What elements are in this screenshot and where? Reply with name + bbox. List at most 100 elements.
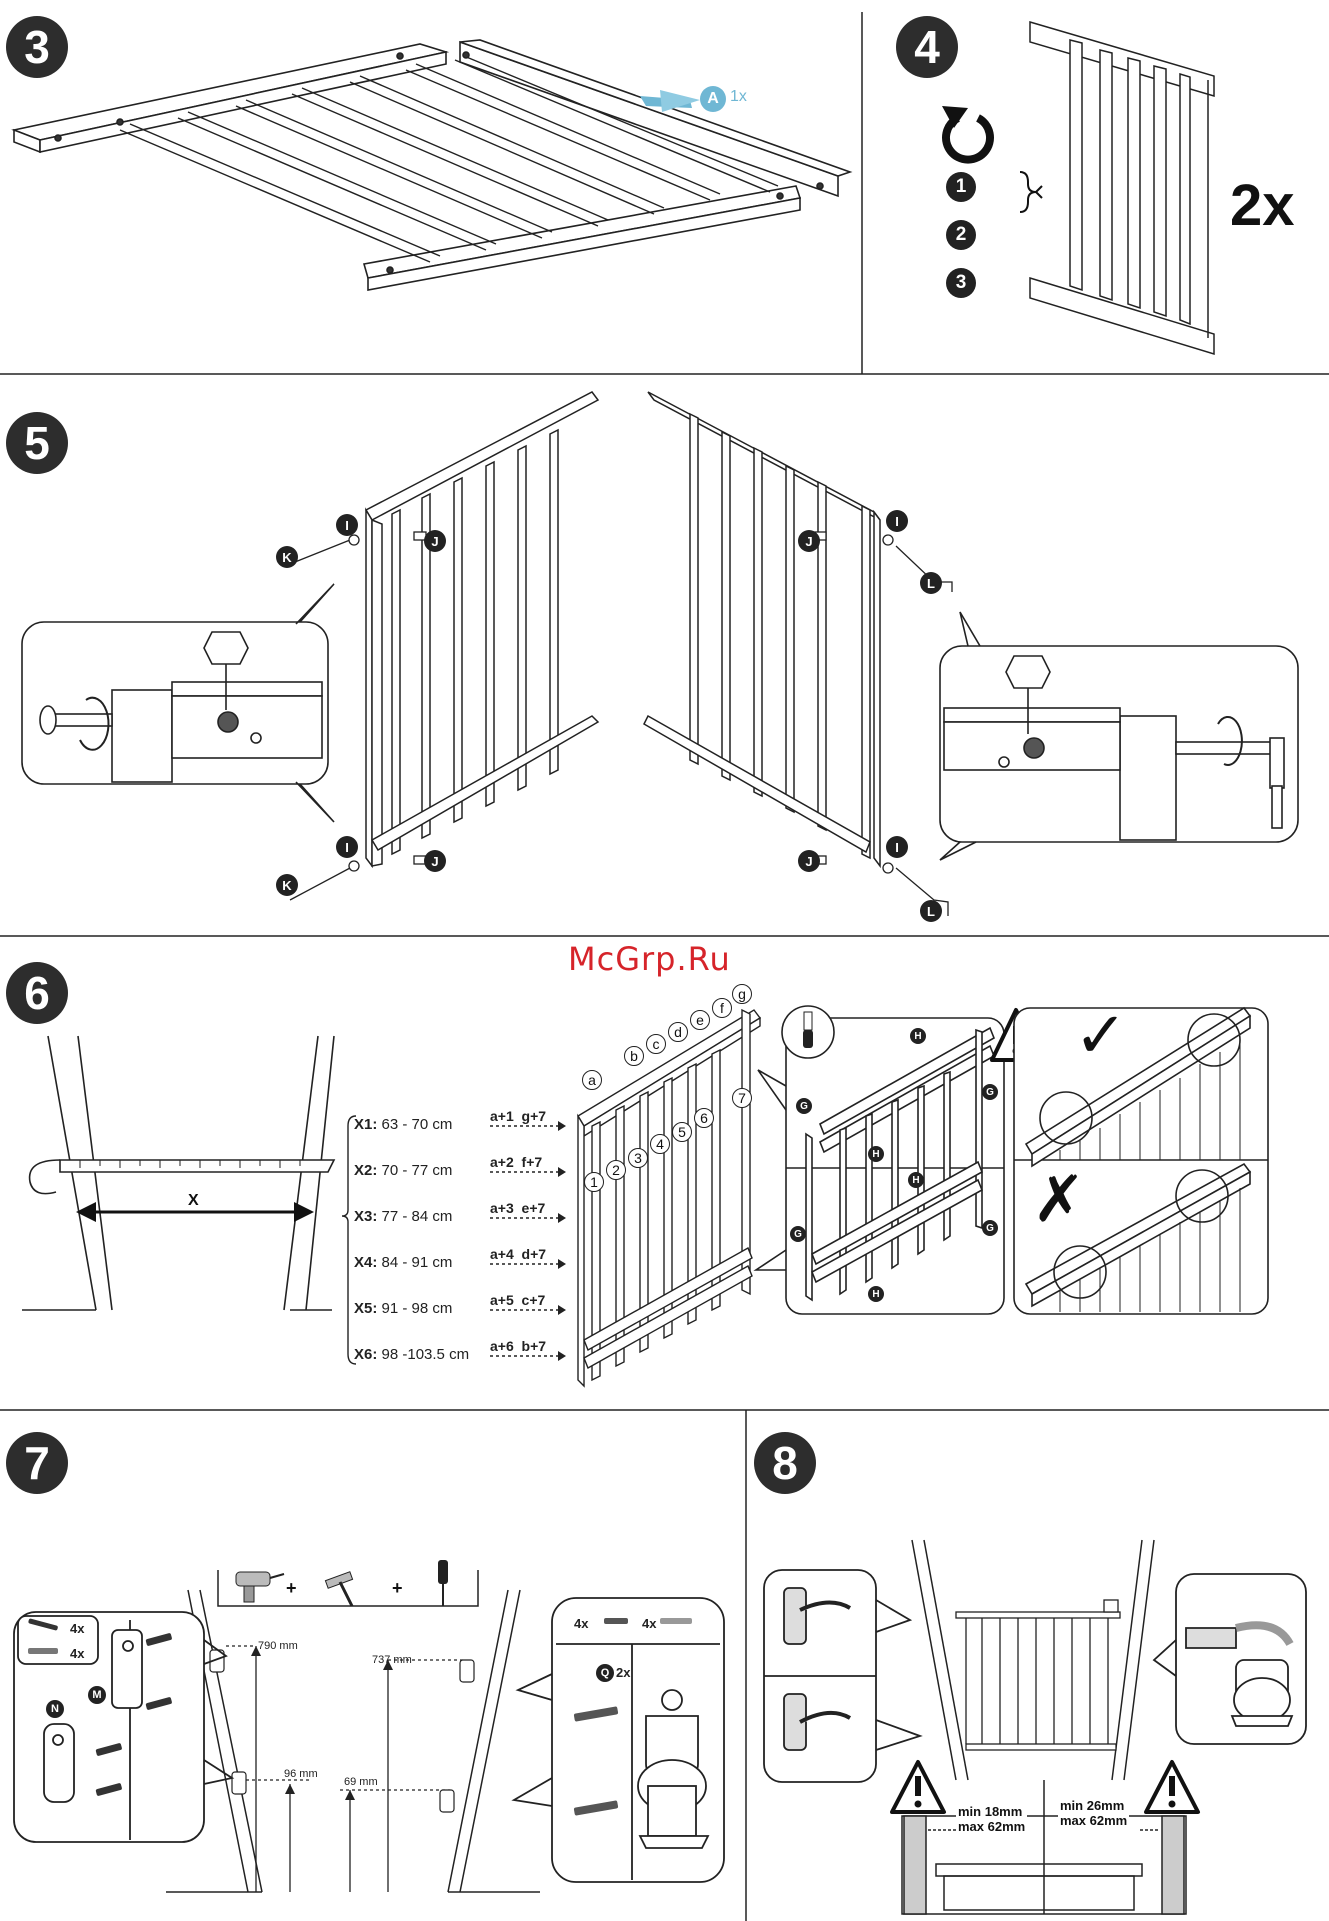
- measure-x-label: X: [188, 1192, 199, 1209]
- step7-screws-right: [573, 1618, 692, 1816]
- part-n-badge: N: [46, 1700, 64, 1718]
- step6-gate: [577, 1008, 762, 1388]
- step7-walls: [166, 1570, 540, 1893]
- hole-number-5: 5: [672, 1122, 692, 1142]
- screw-count-left: 4x: [70, 1621, 85, 1636]
- hammer-icon: [324, 1571, 354, 1607]
- x2-row: X2: 70 - 77 cm: [354, 1162, 452, 1179]
- x2-name: X2:: [354, 1162, 378, 1179]
- x5-name: X5:: [354, 1300, 378, 1317]
- hole-letter-a: a: [582, 1070, 602, 1090]
- part-h-4: H: [868, 1286, 884, 1302]
- hole-letter-c: c: [646, 1034, 666, 1054]
- hole-letter-e: e: [690, 1010, 710, 1030]
- label-i-top-left: I: [336, 514, 358, 536]
- x6-range: 98 -103.5 cm: [381, 1346, 470, 1363]
- cross-icon: ✗: [1032, 1163, 1086, 1237]
- step5-detail-left: [21, 583, 335, 823]
- x2-range: 70 - 77 cm: [381, 1162, 453, 1179]
- label-i-bottom-right: I: [886, 836, 908, 858]
- label-l-top: L: [920, 572, 942, 594]
- height-69: 69 mm: [344, 1776, 378, 1788]
- screw-count-right: 4x: [574, 1616, 589, 1631]
- height-96: 96 mm: [284, 1768, 318, 1780]
- height-737: 737 mm: [372, 1654, 412, 1666]
- screwdriver-icon-7: [438, 1560, 448, 1606]
- step5-detail-right: [939, 611, 1299, 861]
- check-icon: ✓: [1074, 999, 1128, 1073]
- part-a-badge: A: [700, 86, 726, 112]
- step-5-number: 5: [6, 412, 68, 474]
- hole-number-4: 4: [650, 1134, 670, 1154]
- x4-row: X4: 84 - 91 cm: [354, 1254, 452, 1271]
- step6-arrowheads: [558, 1121, 566, 1361]
- label-j-top-right: J: [798, 530, 820, 552]
- hole-number-3: 3: [628, 1148, 648, 1168]
- height-790: 790 mm: [258, 1640, 298, 1652]
- step-8-number: 8: [754, 1432, 816, 1494]
- hole-number-1: 1: [584, 1172, 604, 1192]
- x1-range: 63 - 70 cm: [381, 1116, 453, 1133]
- sub-step-2-badge: 2: [946, 220, 976, 250]
- step-6-number: 6: [6, 962, 68, 1024]
- x4-code: a+4 d+7: [490, 1246, 547, 1262]
- label-l-bottom: L: [920, 900, 942, 922]
- step4-panel: [1029, 20, 1215, 356]
- x4-range: 84 - 91 cm: [381, 1254, 453, 1271]
- hole-number-2: 2: [606, 1160, 626, 1180]
- part-g-1: G: [796, 1098, 812, 1114]
- panel-dividers: [0, 12, 1329, 1921]
- part-q-count: 2x: [616, 1665, 631, 1680]
- x3-range: 77 - 84 cm: [381, 1208, 453, 1225]
- left-gap-max: max 62mm: [958, 1819, 1026, 1834]
- part-g-2: G: [982, 1084, 998, 1100]
- hole-number-6: 6: [694, 1108, 714, 1128]
- sub-step-3-badge: 3: [946, 268, 976, 298]
- step3-arrow-icon: [640, 90, 700, 112]
- dowel-count-left: 4x: [70, 1646, 85, 1661]
- step6-brace: [341, 1115, 357, 1365]
- rotate-icon: [942, 106, 994, 164]
- step8-walls: [911, 1539, 1155, 1781]
- dowel-count-right: 4x: [642, 1616, 657, 1631]
- screwdriver-icon: [781, 1005, 835, 1059]
- step6-opening: [22, 1035, 335, 1311]
- label-j-top-left: J: [424, 530, 446, 552]
- x1-name: X1:: [354, 1116, 378, 1133]
- step7-measure-arrows: [251, 1646, 393, 1800]
- plus-sign-2: +: [392, 1578, 403, 1598]
- step8-warning-left-icon: [890, 1760, 946, 1814]
- part-a-count: 1x: [730, 88, 747, 105]
- drill-icon: [235, 1571, 285, 1603]
- part-q-badge: Q: [596, 1664, 614, 1682]
- step7-measure-lines: [226, 1645, 464, 1892]
- label-k-bottom: K: [276, 874, 298, 896]
- label-j-bottom-left: J: [424, 850, 446, 872]
- right-gap-min: min 26mm: [1060, 1798, 1125, 1813]
- step5-left-gate: [364, 391, 600, 869]
- right-gap-label: min 26mm max 62mm: [1058, 1798, 1130, 1828]
- step5-hardware: [289, 531, 953, 916]
- step7-detail-right: [511, 1597, 725, 1883]
- x6-code: a+6 b+7: [490, 1338, 547, 1354]
- x1-code: a+1 g+7: [490, 1108, 547, 1124]
- left-gap-label: min 18mm max 62mm: [956, 1804, 1028, 1834]
- label-i-top-right: I: [886, 510, 908, 532]
- step4-brace: [1019, 171, 1043, 213]
- multiplier-2x: 2x: [1230, 173, 1295, 238]
- watermark: McGrp.Ru: [568, 940, 731, 978]
- hole-letter-b: b: [624, 1046, 644, 1066]
- right-gap-max: max 62mm: [1060, 1813, 1128, 1828]
- hole-letter-g: g: [732, 984, 752, 1004]
- part-g-4: G: [982, 1220, 998, 1236]
- x1-row: X1: 63 - 70 cm: [354, 1116, 452, 1133]
- step-7-number: 7: [6, 1432, 68, 1494]
- step-4-number: 4: [896, 16, 958, 78]
- label-k-top: K: [276, 546, 298, 568]
- part-h-2: H: [868, 1146, 884, 1162]
- part-h-3: H: [908, 1172, 924, 1188]
- hole-letter-d: d: [668, 1022, 688, 1042]
- step3-frame: [11, 39, 853, 291]
- step8-gate: [955, 1599, 1121, 1751]
- step6-detail-screw: [753, 1017, 1005, 1315]
